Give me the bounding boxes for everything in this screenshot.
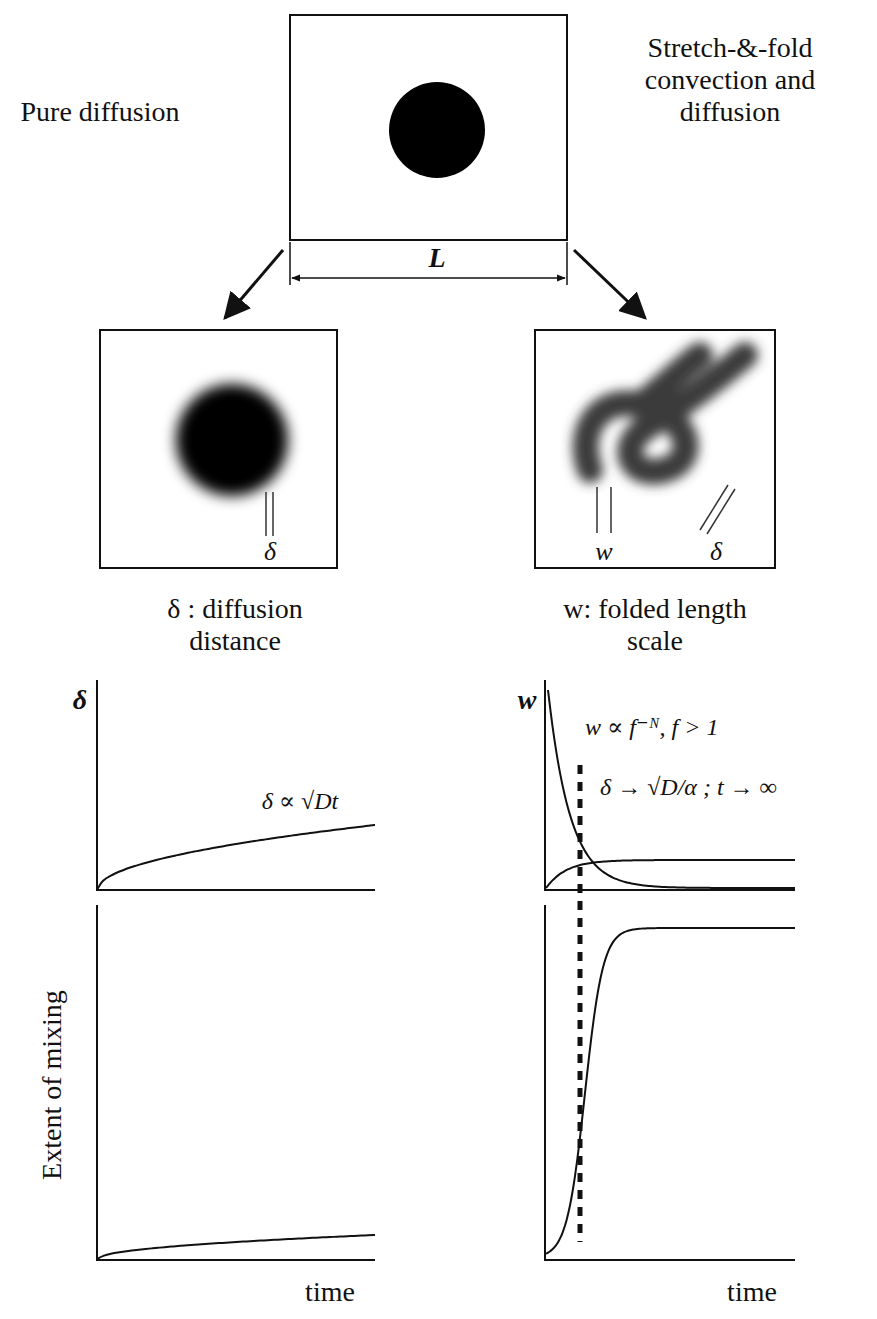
axis-label: time	[305, 1276, 355, 1308]
diffusion-square	[100, 330, 337, 568]
symbol-caption: δ : diffusion distance	[135, 593, 335, 657]
axis-label: δ	[73, 684, 87, 716]
chart-curve	[97, 1235, 375, 1259]
w-mark	[596, 487, 598, 533]
chart-curve	[546, 860, 795, 888]
chart-curve	[546, 928, 795, 1254]
w-mark	[610, 487, 612, 533]
scaling-law: δ → √D/α ; t → ∞	[600, 774, 777, 802]
mixing-square	[535, 330, 775, 568]
dimension-tick	[566, 242, 568, 285]
diffused-blob	[176, 384, 288, 496]
branch-arrow	[574, 250, 645, 318]
symbol-caption: w: folded length scale	[538, 593, 773, 657]
branch-arrow	[225, 250, 283, 318]
folded-striation	[586, 355, 745, 472]
delta-mark	[707, 489, 735, 534]
branch-title: Stretch-&-fold convection and diffusion	[610, 32, 850, 129]
axis-label: time	[727, 1276, 777, 1308]
branch-title: Pure diffusion	[21, 96, 180, 128]
delta-mark	[265, 492, 267, 536]
length-symbol: w	[595, 537, 612, 567]
chart-curve	[97, 825, 375, 890]
delta-mark	[272, 492, 274, 536]
axis-label: w	[518, 684, 537, 716]
chart-axes	[97, 905, 375, 1260]
initial-blob	[389, 82, 485, 178]
chart-curve	[548, 690, 795, 888]
chart-axes	[97, 680, 375, 890]
dimension-line	[292, 277, 565, 279]
dimension-tick	[289, 242, 291, 285]
scaling-law: w ∝ f⁻ᴺ, f > 1	[585, 714, 718, 742]
length-symbol: δ	[710, 537, 722, 567]
domain-square	[290, 15, 567, 240]
scaling-law: δ ∝ √Dt	[262, 788, 339, 816]
axis-label: Extent of mixing	[36, 990, 68, 1180]
length-symbol: δ	[264, 537, 276, 567]
dimension-label: L	[428, 242, 445, 274]
